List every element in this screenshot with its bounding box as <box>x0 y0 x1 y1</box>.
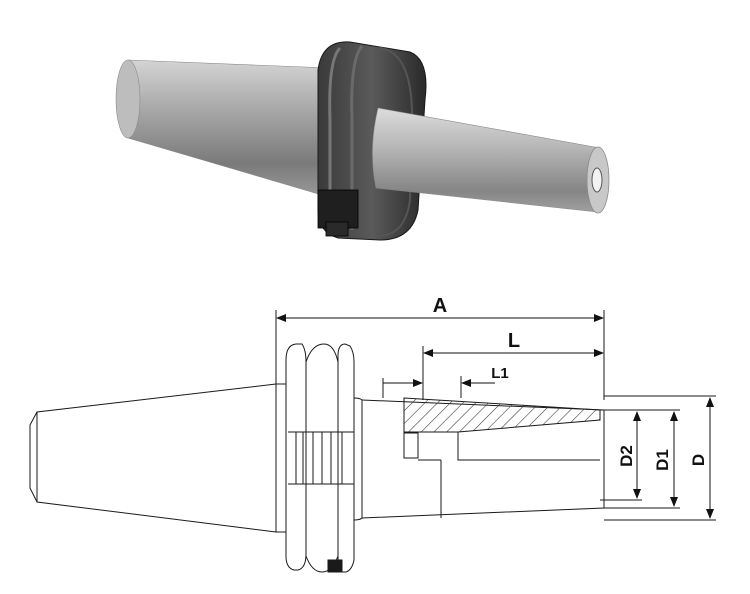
label-d1: D1 <box>653 449 672 471</box>
label-l: L <box>508 330 520 352</box>
tool-holder-technical-drawing <box>29 310 716 573</box>
render-drive-key <box>325 221 349 237</box>
drawing-bore-hatched-section <box>403 397 601 433</box>
render-flange-face <box>377 47 414 237</box>
drawing-drive-key <box>327 559 343 573</box>
dimension-labels: A L L1 D2 D1 D <box>433 295 708 471</box>
drawing-flange-left-lobe <box>285 343 307 571</box>
render-bore-hole <box>591 167 603 193</box>
drawing-flange-right-lobe <box>337 343 355 573</box>
label-l1: L1 <box>491 365 509 382</box>
tool-holder-3d-render <box>115 41 610 241</box>
label-d: D <box>689 454 708 466</box>
drawing-taper-cone <box>29 383 277 533</box>
drawing-body-neck <box>353 397 363 521</box>
render-taper-end <box>115 59 141 139</box>
label-d2: D2 <box>617 445 636 467</box>
drawing-flange-outline <box>275 383 287 533</box>
render-taper-cone <box>119 59 333 199</box>
label-a: A <box>433 295 447 317</box>
drawing-bore-insert <box>403 432 419 459</box>
render-flange-groove-2 <box>350 45 364 230</box>
render-flange-groove <box>328 46 342 220</box>
render-shank <box>372 107 601 213</box>
